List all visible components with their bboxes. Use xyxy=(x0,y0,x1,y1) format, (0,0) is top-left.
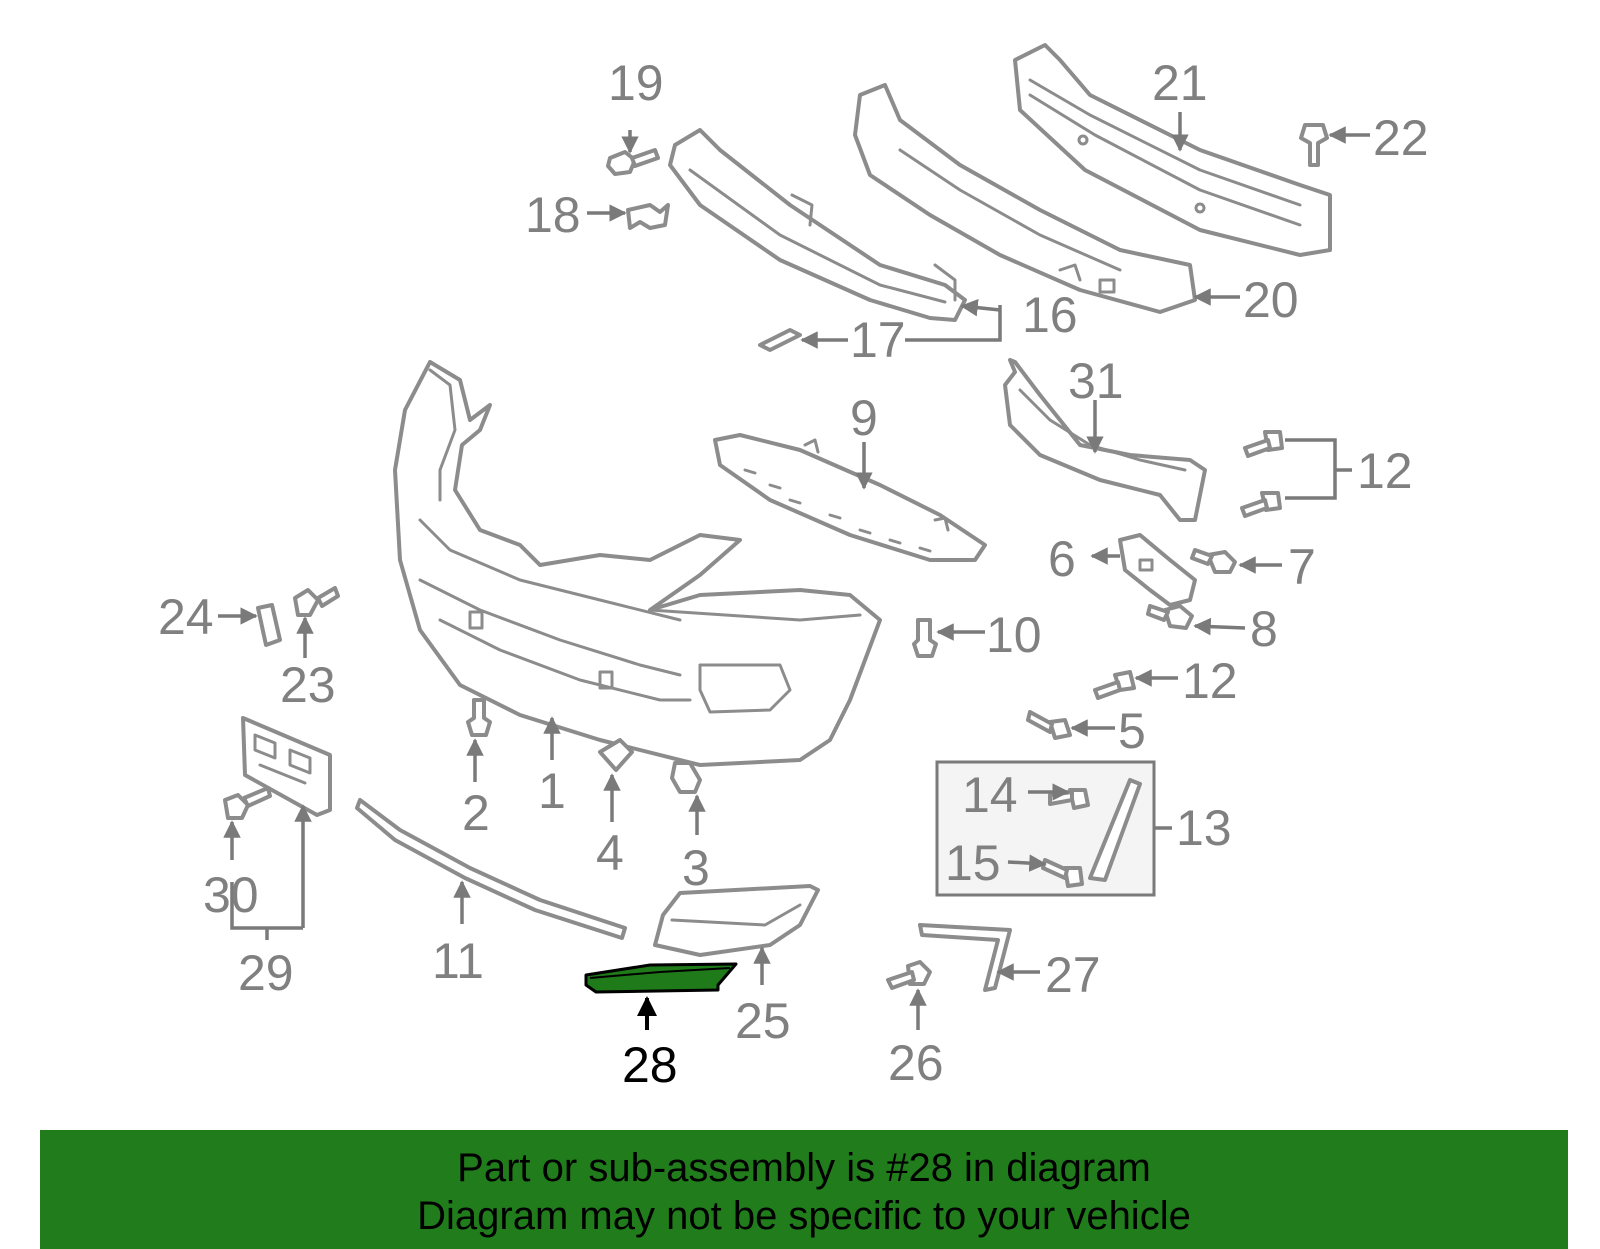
callout-13: 13 xyxy=(1176,800,1232,856)
callout-8: 8 xyxy=(1250,601,1278,657)
callout-11: 11 xyxy=(432,933,484,989)
callout-19: 19 xyxy=(608,55,664,111)
callout-7: 7 xyxy=(1288,539,1316,595)
callout-25: 25 xyxy=(735,993,791,1049)
callout-6: 6 xyxy=(1048,531,1076,587)
part-12-bolts xyxy=(1093,430,1284,700)
callout-29: 29 xyxy=(238,945,294,1001)
part-11-molding xyxy=(355,798,627,940)
callout-3: 3 xyxy=(682,840,710,896)
callout-27: 27 xyxy=(1045,947,1101,1003)
callout-labels: 19 18 21 22 20 16 17 31 9 12 6 7 24 8 10… xyxy=(158,55,1429,1093)
callout-10: 10 xyxy=(986,607,1042,663)
callout-4: 4 xyxy=(596,825,624,881)
part-6-bracket xyxy=(1118,533,1197,607)
callout-15: 15 xyxy=(945,835,1001,891)
part-4-nut xyxy=(598,738,634,772)
callout-22: 22 xyxy=(1373,110,1429,166)
part-28-shape xyxy=(584,962,738,994)
callout-14: 14 xyxy=(962,767,1018,823)
part-2-clip xyxy=(466,698,492,737)
part-23-clip xyxy=(293,586,340,617)
part-24-pad xyxy=(256,603,282,647)
part-1-bumper-cover xyxy=(393,360,882,767)
callout-5: 5 xyxy=(1118,703,1146,759)
part-3-nut xyxy=(670,761,702,794)
leader-lines xyxy=(218,112,1370,1030)
part-22-bolt xyxy=(1299,123,1329,167)
part-29-plate-bracket xyxy=(241,716,332,817)
part-10-bolt xyxy=(912,618,938,658)
part-26-bolt xyxy=(886,960,932,990)
callout-16: 16 xyxy=(1022,287,1078,343)
part-30-bolt xyxy=(223,786,272,820)
callout-18: 18 xyxy=(525,187,581,243)
part-5-bolt xyxy=(1026,710,1072,740)
part-18-clip xyxy=(626,203,670,230)
callout-2: 2 xyxy=(462,785,490,841)
callout-31: 31 xyxy=(1068,353,1124,409)
part-8-bolt xyxy=(1146,604,1194,630)
callout-1: 1 xyxy=(538,763,566,819)
callout-12-lower: 12 xyxy=(1182,653,1238,709)
callout-17: 17 xyxy=(850,312,906,368)
part-17-pad xyxy=(758,328,802,352)
part-25-bezel xyxy=(653,884,820,957)
part-27-bracket xyxy=(918,923,1012,992)
callout-20: 20 xyxy=(1243,272,1299,328)
part-19-bolt xyxy=(606,148,660,176)
part-16-bracket xyxy=(668,128,967,322)
callout-28-highlighted: 28 xyxy=(622,1037,678,1093)
part-13-kit-box xyxy=(935,760,1156,897)
callout-23: 23 xyxy=(280,657,336,713)
part-7-bolt xyxy=(1190,548,1237,574)
callout-26: 26 xyxy=(888,1035,944,1091)
callout-21: 21 xyxy=(1152,55,1208,111)
banner-line-2: Diagram may not be specific to your vehi… xyxy=(417,1194,1191,1238)
info-banner: Part or sub-assembly is #28 in diagram D… xyxy=(40,1130,1568,1249)
callout-9: 9 xyxy=(850,390,878,446)
part-28-highlighted xyxy=(584,962,738,994)
banner-line-1: Part or sub-assembly is #28 in diagram xyxy=(457,1146,1151,1190)
callout-30: 30 xyxy=(203,867,259,923)
callout-12-upper: 12 xyxy=(1357,443,1413,499)
part-9-strip xyxy=(713,433,987,562)
callout-24: 24 xyxy=(158,589,214,645)
